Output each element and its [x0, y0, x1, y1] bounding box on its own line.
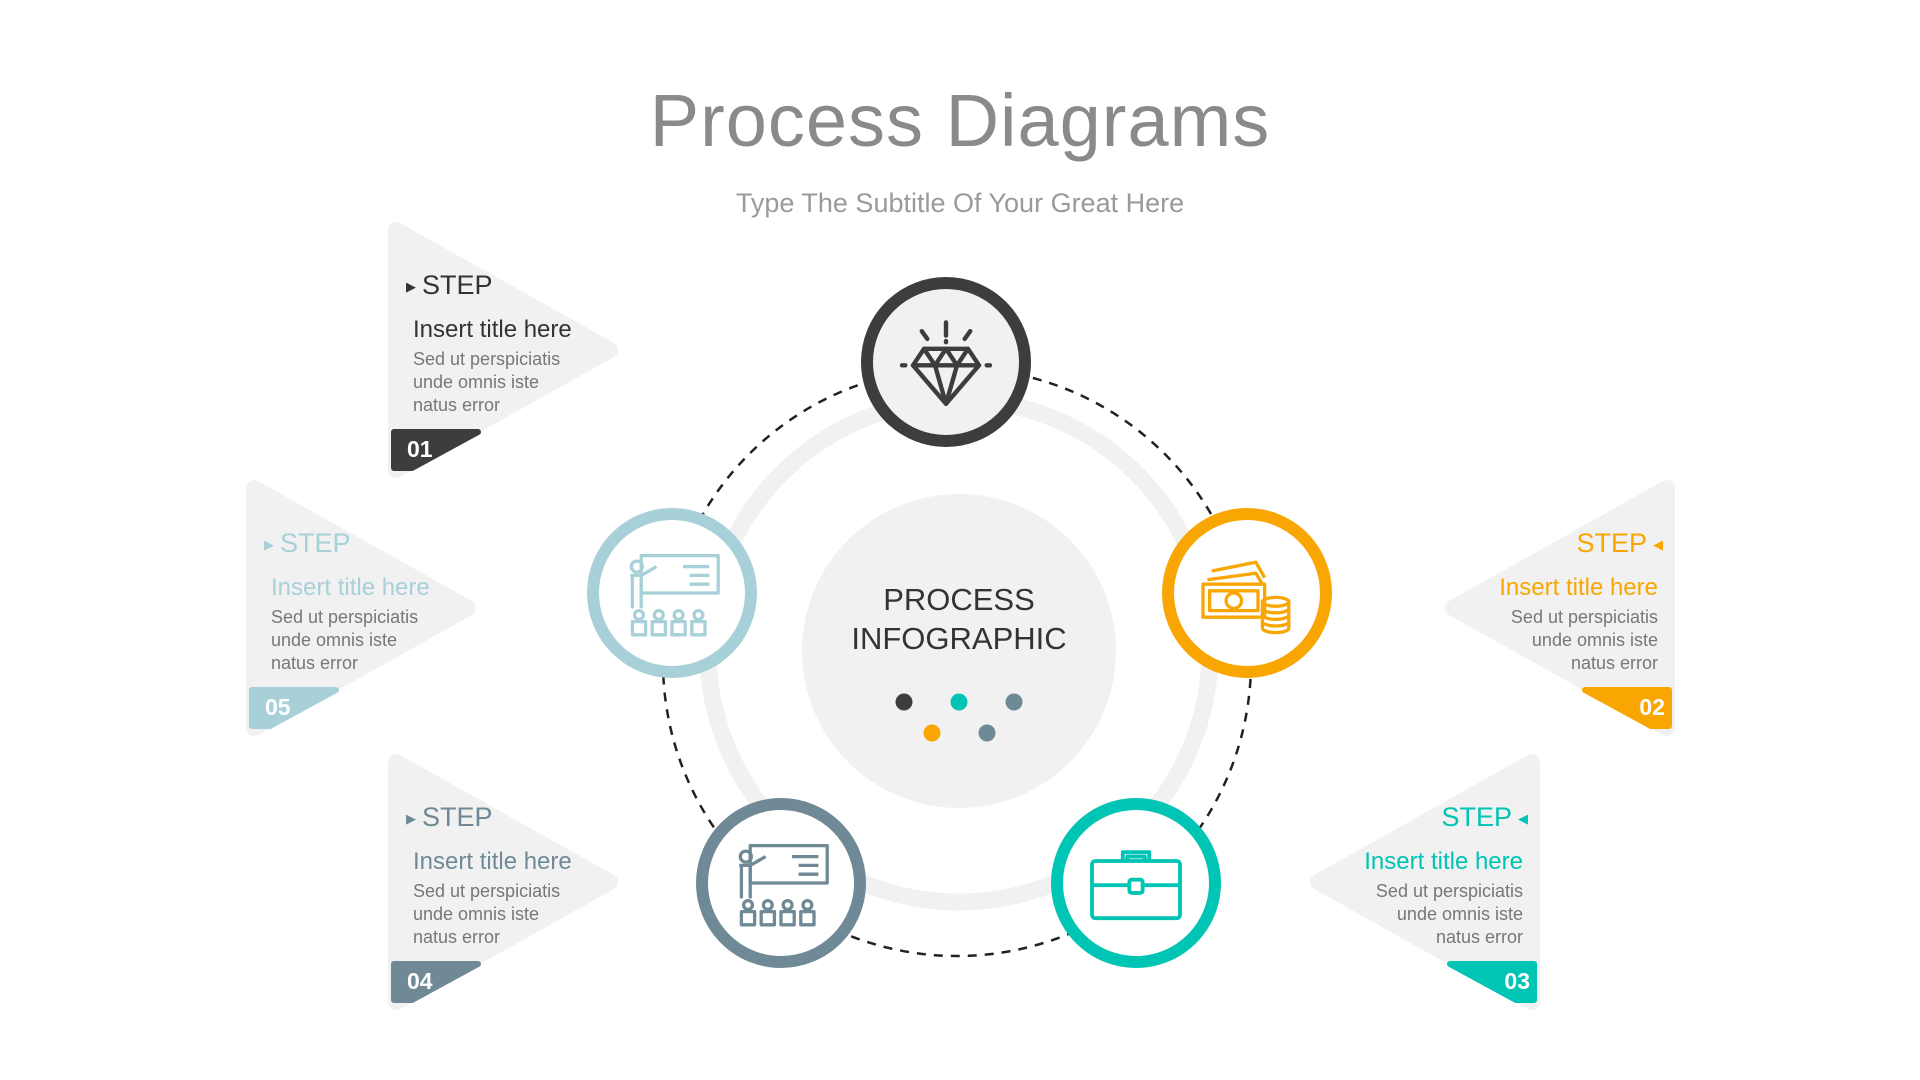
step-body: Sed ut perspiciatis unde omnis iste natu… — [1510, 607, 1658, 673]
arrow-icon: ▶ — [406, 810, 416, 826]
presentation-icon — [629, 553, 720, 637]
step-number: 03 — [1504, 968, 1530, 994]
presentation-icon — [738, 843, 829, 927]
node-03 — [1051, 798, 1221, 968]
step-label: STEP — [422, 270, 493, 300]
page-title: Process Diagrams — [649, 79, 1271, 162]
money-icon — [1201, 560, 1291, 635]
diamond-icon — [899, 320, 993, 406]
step-title: Insert title here — [1499, 574, 1658, 601]
step-card-03: STEP ◀ Insert title here Sed ut perspicia… — [1310, 754, 1540, 1010]
step-label: STEP — [1441, 802, 1512, 832]
dot-slate — [1005, 693, 1023, 711]
briefcase-icon — [1090, 850, 1182, 921]
center-line-2: INFOGRAPHIC — [851, 621, 1067, 656]
step-number: 04 — [407, 968, 433, 994]
dot-slate-2 — [978, 724, 996, 742]
node-04 — [696, 798, 866, 968]
node-01 — [861, 277, 1031, 447]
step-label: STEP — [280, 528, 351, 558]
step-body: Sed ut perspiciatis unde omnis iste natu… — [413, 349, 561, 415]
step-card-05: ▶ STEP Insert title here Sed ut perspicia… — [246, 480, 476, 736]
center-line-1: PROCESS — [883, 582, 1035, 617]
arrow-icon: ◀ — [1518, 810, 1528, 826]
page-subtitle: Type The Subtitle Of Your Great Here — [735, 188, 1185, 218]
step-label: STEP — [422, 802, 493, 832]
card-shape — [1310, 754, 1540, 1010]
step-card-01: ▶ STEP Insert title here Sed ut perspicia… — [388, 222, 618, 478]
step-title: Insert title here — [1364, 848, 1523, 875]
arrow-icon: ▶ — [406, 278, 416, 294]
step-title: Insert title here — [271, 574, 430, 601]
step-body: Sed ut perspiciatis unde omnis iste natu… — [271, 607, 419, 673]
step-card-02: STEP ◀ Insert title here Sed ut perspicia… — [1445, 480, 1675, 736]
center-label: PROCESS INFOGRAPHIC — [809, 580, 1109, 658]
step-body: Sed ut perspiciatis unde omnis iste natu… — [413, 881, 561, 947]
card-shape — [388, 222, 618, 478]
step-number: 02 — [1639, 694, 1665, 720]
card-shape — [388, 754, 618, 1010]
step-title: Insert title here — [413, 848, 572, 875]
step-number: 05 — [265, 694, 291, 720]
arrow-icon: ▶ — [264, 536, 274, 552]
node-02 — [1162, 508, 1332, 678]
step-title: Insert title here — [413, 316, 572, 343]
center-disc — [802, 494, 1116, 808]
dot-dark — [895, 693, 913, 711]
card-shape — [246, 480, 476, 736]
step-label: STEP — [1576, 528, 1647, 558]
step-card-04: ▶ STEP Insert title here Sed ut perspicia… — [388, 754, 618, 1010]
arrow-icon: ◀ — [1653, 536, 1663, 552]
dot-teal — [950, 693, 968, 711]
step-number: 01 — [407, 436, 433, 462]
card-shape — [1445, 480, 1675, 736]
node-05 — [587, 508, 757, 678]
step-body: Sed ut perspiciatis unde omnis iste natu… — [1375, 881, 1523, 947]
dot-orange — [923, 724, 941, 742]
